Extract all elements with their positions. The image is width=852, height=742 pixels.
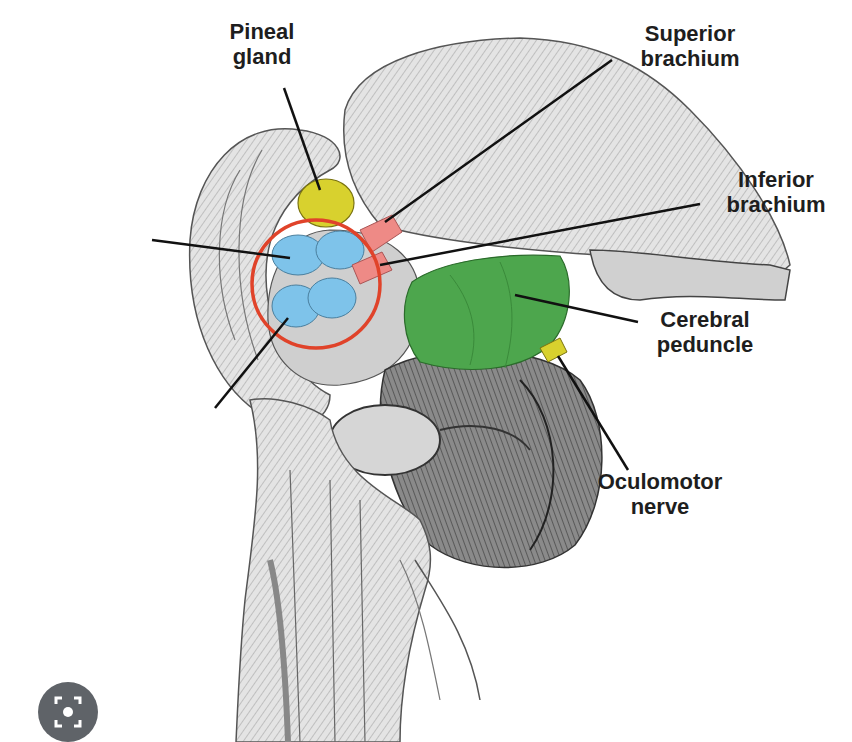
part-label: Pineal gland <box>207 20 317 69</box>
part-label: Cerebral peduncle <box>635 308 775 357</box>
part-label: Superior brachium <box>615 22 765 71</box>
part-label: Inferior brachium <box>711 168 841 217</box>
part-label: Oculomotor nerve <box>585 470 735 519</box>
